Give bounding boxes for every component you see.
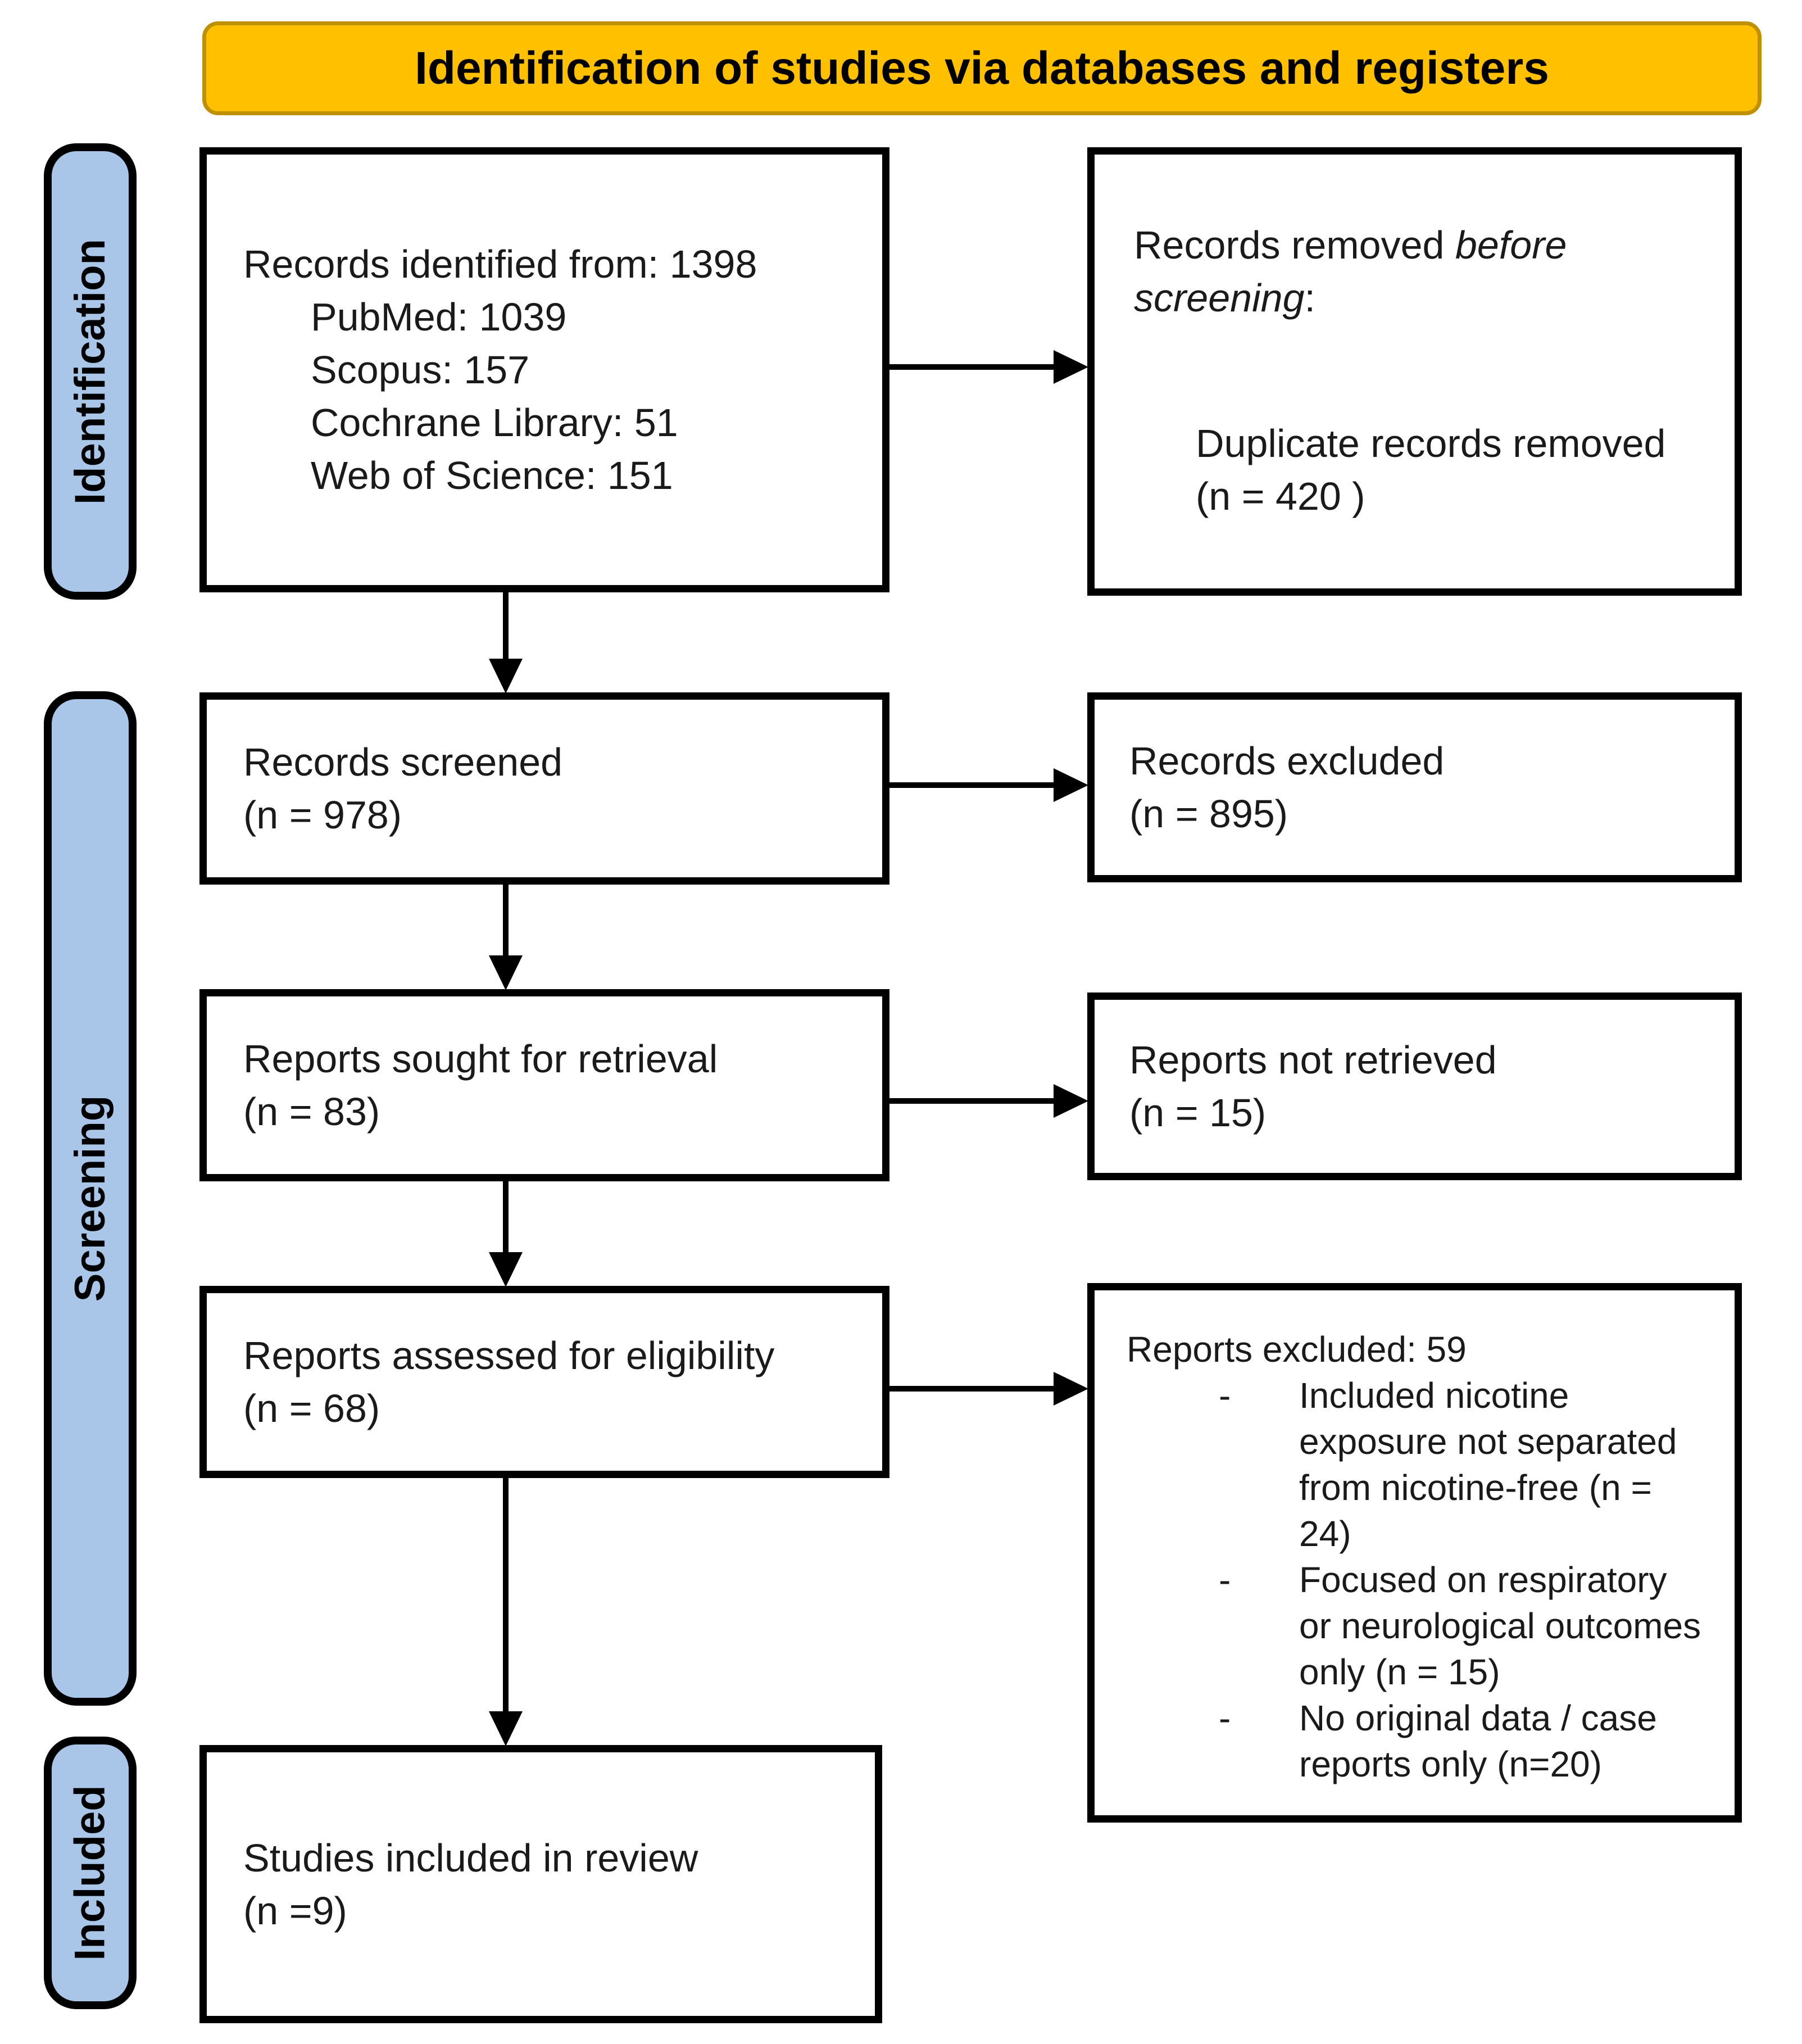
source-web-of-science: Web of Science: 151	[311, 454, 673, 497]
arrow-assessed-to-included	[503, 1478, 509, 1711]
reports-assessed-count: (n = 68)	[243, 1386, 380, 1430]
arrow-sought-to-assessed	[503, 1181, 509, 1252]
exclusion-reason: No original data / case reports only (n=…	[1127, 1695, 1709, 1787]
reports-excluded-title: Reports excluded: 59	[1127, 1329, 1467, 1370]
box-reports-not-retrieved: Reports not retrieved (n = 15)	[1087, 992, 1742, 1180]
bullet-dash-icon	[1219, 1557, 1299, 1695]
box-reports-excluded-reasons: Reports excluded: 59 Included nicotine e…	[1087, 1283, 1742, 1823]
exclusion-reason-text: No original data / case reports only (n=…	[1299, 1698, 1657, 1784]
records-removed-heading: Records removed before screening:	[1134, 219, 1704, 324]
reports-not-retrieved-count: (n = 15)	[1129, 1091, 1267, 1135]
arrow-screened-to-excluded	[889, 782, 1054, 788]
source-scopus: Scopus: 157	[311, 348, 530, 392]
arrow-identified-to-removed	[889, 364, 1054, 370]
records-removed-text: Records removed	[1134, 223, 1455, 267]
studies-included-label: Studies included in review	[243, 1835, 698, 1880]
reports-sought-count: (n = 83)	[243, 1090, 380, 1134]
arrowhead-right-icon	[1054, 350, 1088, 384]
reports-sought-label: Reports sought for retrieval	[243, 1037, 718, 1081]
arrowhead-down-icon	[489, 955, 523, 990]
box-reports-assessed: Reports assessed for eligibility (n = 68…	[199, 1286, 889, 1478]
stage-bar-screening: Screening	[44, 691, 137, 1706]
banner-title: Identification of studies via databases …	[415, 42, 1549, 94]
stage-bar-identification: Identification	[44, 143, 137, 600]
arrowhead-down-icon	[489, 1711, 523, 1746]
box-studies-included: Studies included in review (n =9)	[199, 1745, 882, 2023]
studies-included-count: (n =9)	[243, 1888, 347, 1933]
arrowhead-down-icon	[489, 1252, 523, 1287]
arrowhead-down-icon	[489, 659, 523, 694]
source-pubmed: PubMed: 1039	[311, 295, 567, 339]
records-identified-total: Records identified from: 1398	[243, 242, 757, 286]
source-cochrane: Cochrane Library: 51	[311, 401, 678, 445]
records-screened-label: Records screened	[243, 740, 563, 784]
arrow-screened-to-sought	[503, 885, 509, 955]
box-records-excluded: Records excluded (n = 895)	[1087, 692, 1742, 882]
box-records-identified: Records identified from: 1398 PubMed: 10…	[199, 147, 889, 592]
reports-assessed-label: Reports assessed for eligibility	[243, 1334, 775, 1377]
duplicates-removed-label: Duplicate records removed	[1196, 422, 1666, 465]
arrowhead-right-icon	[1054, 1372, 1088, 1406]
arrowhead-right-icon	[1054, 1084, 1088, 1118]
duplicates-removed: Duplicate records removed (n = 420 )	[1196, 417, 1712, 523]
bullet-dash-icon	[1219, 1372, 1299, 1557]
arrow-assessed-to-excluded-reasons	[889, 1386, 1054, 1392]
records-screened-count: (n = 978)	[243, 793, 402, 837]
records-removed-italic-text: before screening	[1134, 223, 1567, 320]
exclusion-reason-text: Included nicotine exposure not separated…	[1299, 1375, 1677, 1554]
exclusion-reason: Focused on respiratory or neurological o…	[1127, 1557, 1709, 1695]
box-records-removed: Records removed before screening: Duplic…	[1087, 147, 1742, 596]
records-excluded-label: Records excluded	[1129, 739, 1445, 783]
records-excluded-count: (n = 895)	[1129, 792, 1288, 836]
stage-bar-label: Included	[66, 1785, 114, 1961]
exclusion-reason: Included nicotine exposure not separated…	[1127, 1372, 1709, 1557]
reports-not-retrieved-label: Reports not retrieved	[1129, 1038, 1497, 1082]
box-records-screened: Records screened (n = 978)	[199, 692, 889, 885]
phase-banner: Identification of studies via databases …	[202, 21, 1762, 115]
exclusion-reason-text: Focused on respiratory or neurological o…	[1299, 1560, 1701, 1692]
box-reports-sought: Reports sought for retrieval (n = 83)	[199, 989, 889, 1181]
records-removed-colon: :	[1304, 276, 1315, 320]
stage-bar-label: Identification	[66, 238, 115, 505]
duplicates-removed-count: (n = 420 )	[1196, 474, 1365, 518]
arrow-identified-to-screened	[503, 592, 509, 659]
bullet-dash-icon	[1219, 1695, 1299, 1787]
stage-bar-label: Screening	[66, 1095, 114, 1302]
arrow-sought-to-not-retrieved	[889, 1098, 1054, 1104]
arrowhead-right-icon	[1054, 768, 1088, 802]
stage-bar-included: Included	[44, 1737, 137, 2009]
